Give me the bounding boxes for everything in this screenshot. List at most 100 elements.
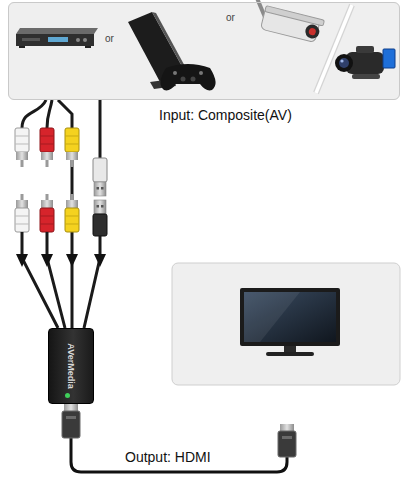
tv-icon bbox=[240, 288, 340, 356]
flow-arrowhead bbox=[94, 254, 106, 267]
cctv-camera-icon bbox=[265, 6, 325, 26]
source-panel-ground bbox=[8, 2, 400, 100]
rca-plug-red bbox=[40, 128, 54, 152]
hdmi-plug bbox=[64, 404, 78, 411]
game-console-icon bbox=[128, 12, 216, 90]
tv-icon bbox=[244, 292, 300, 342]
rca-plug-red bbox=[46, 194, 49, 201]
game-console-icon bbox=[181, 77, 186, 82]
or-text: or bbox=[226, 12, 235, 24]
dvd-player-icon bbox=[16, 28, 98, 34]
rca-plug-red bbox=[46, 160, 49, 167]
rca-plug-white bbox=[15, 194, 29, 232]
tv-icon bbox=[284, 346, 296, 352]
usb-plug bbox=[101, 205, 104, 208]
divider-slash bbox=[316, 5, 352, 93]
camcorder-icon bbox=[340, 59, 343, 62]
game-console-icon bbox=[152, 12, 187, 70]
tv-icon bbox=[244, 292, 336, 342]
rca-plug-yellow bbox=[71, 160, 74, 167]
rca-plug-yellow bbox=[65, 216, 79, 217]
converter-cable bbox=[22, 232, 100, 328]
hdmi-plug bbox=[282, 436, 292, 439]
rca-plug-red bbox=[40, 144, 54, 145]
av-cable bbox=[22, 100, 46, 128]
game-console-icon bbox=[173, 71, 177, 75]
rca-plug-yellow bbox=[66, 152, 78, 160]
hdmi-plug bbox=[66, 416, 76, 419]
cctv-camera-icon bbox=[304, 23, 321, 40]
camcorder-icon bbox=[339, 58, 349, 68]
rca-plug-white bbox=[15, 224, 29, 225]
rca-plug-red bbox=[40, 216, 54, 217]
camcorder-icon bbox=[356, 46, 374, 53]
dvd-player-icon bbox=[22, 38, 40, 41]
rca-plug-white bbox=[15, 144, 29, 145]
rca-plug-white bbox=[21, 160, 24, 167]
output-label: Output: HDMI bbox=[125, 449, 211, 465]
usb-plug bbox=[93, 158, 107, 182]
av-cable bbox=[22, 100, 100, 158]
cctv-camera-icon bbox=[308, 27, 316, 35]
rca-plug-white bbox=[16, 200, 28, 208]
usb-plug bbox=[94, 182, 106, 196]
converter-cable bbox=[84, 236, 100, 328]
rca-plug-white bbox=[15, 208, 29, 232]
rca-plug-red bbox=[40, 136, 54, 137]
converter-cable bbox=[47, 232, 65, 328]
flow-arrowhead bbox=[16, 254, 106, 267]
tv-icon bbox=[266, 352, 314, 356]
rca-plug-yellow bbox=[65, 194, 79, 232]
arrow-head bbox=[66, 254, 78, 267]
camcorder-icon bbox=[383, 49, 395, 68]
hdmi-plug bbox=[278, 424, 296, 457]
tv-panel bbox=[172, 263, 400, 385]
section-heading: Input: Composite(AV) bbox=[159, 107, 292, 123]
rca-plug-red bbox=[41, 152, 53, 160]
dvd-player-icon bbox=[19, 46, 25, 48]
dvd-player-icon bbox=[85, 46, 91, 48]
dvd-player-icon bbox=[76, 38, 80, 42]
game-console-icon bbox=[128, 12, 184, 82]
av-cable bbox=[47, 100, 52, 128]
game-console-icon bbox=[160, 64, 215, 90]
converter-box: AVerMedia bbox=[48, 328, 94, 404]
usb-plug bbox=[93, 158, 107, 196]
flow-arrowhead bbox=[41, 254, 53, 267]
rca-plug-yellow bbox=[65, 128, 79, 167]
rca-plug-red bbox=[40, 208, 54, 232]
dvd-player-icon bbox=[83, 38, 87, 42]
rca-plug-white bbox=[15, 136, 29, 137]
usb-plug bbox=[93, 200, 107, 236]
hdmi-plug bbox=[280, 424, 294, 431]
rca-plug-yellow bbox=[65, 128, 79, 152]
rca-plug-white bbox=[15, 128, 29, 152]
rca-plug-yellow bbox=[66, 200, 78, 208]
dvd-player-icon bbox=[16, 28, 98, 48]
camcorder-icon bbox=[335, 54, 353, 72]
source-panel: ororInput: Composite(AV) bbox=[8, 2, 400, 100]
rca-plug-red bbox=[40, 128, 54, 167]
hdmi-cable bbox=[71, 438, 287, 472]
usb-plug bbox=[97, 205, 100, 208]
usb-plug bbox=[93, 214, 107, 236]
rca-plug-white bbox=[16, 152, 28, 160]
rca-plug-yellow bbox=[65, 136, 79, 137]
divider-slash bbox=[316, 5, 352, 93]
usb-plug bbox=[94, 200, 106, 214]
usb-plug bbox=[101, 187, 104, 190]
game-console-icon bbox=[199, 71, 203, 75]
hdmi-plug bbox=[62, 404, 80, 438]
usb-plug bbox=[97, 187, 100, 190]
hdmi-plug bbox=[278, 431, 296, 457]
dvd-player-icon bbox=[48, 37, 68, 42]
hdmi-cable bbox=[71, 438, 287, 472]
camcorder-icon bbox=[352, 74, 380, 79]
hdmi-plug bbox=[62, 411, 80, 438]
rca-plug-white bbox=[21, 194, 24, 201]
dvd-player-icon bbox=[16, 34, 94, 46]
rca-plug-red bbox=[40, 224, 54, 225]
rca-plug-red bbox=[41, 200, 53, 208]
